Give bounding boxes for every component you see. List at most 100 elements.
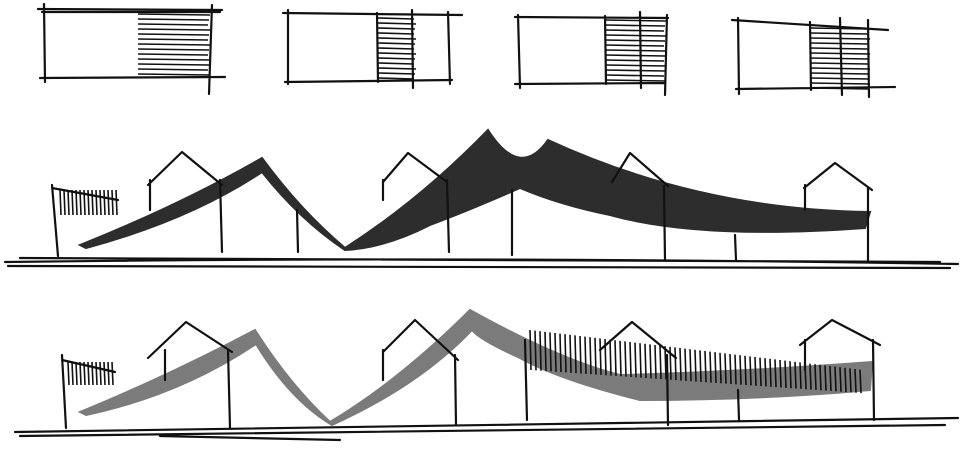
hatch-stroke xyxy=(99,361,102,386)
hatch-stroke xyxy=(739,355,742,385)
hatch-stroke xyxy=(137,18,210,21)
hatch-stroke xyxy=(377,22,417,25)
hatch-stroke xyxy=(75,189,78,216)
hatch-stroke xyxy=(137,33,210,36)
elevation-row-2 xyxy=(13,308,960,442)
hatch-stroke xyxy=(604,49,667,52)
hatch-stroke xyxy=(809,82,871,85)
hatch-stroke xyxy=(654,344,657,379)
hatch-stroke xyxy=(544,331,547,372)
hatch-stroke xyxy=(604,24,666,27)
house-4 xyxy=(802,161,874,264)
hatch-stroke xyxy=(377,72,416,75)
plan-diagram-2 xyxy=(281,8,464,90)
plan-diagram-4 xyxy=(730,16,897,99)
hatch-stroke xyxy=(749,356,752,386)
hatch-stroke xyxy=(584,336,587,374)
hatch-stroke xyxy=(549,332,552,372)
hatch-stroke xyxy=(377,77,415,80)
hatch-stroke xyxy=(569,334,572,373)
hatch-stroke xyxy=(624,341,627,377)
hatch-stroke xyxy=(137,43,211,46)
hatch-stroke xyxy=(99,189,102,216)
house-2 xyxy=(381,318,529,427)
hatch-stroke xyxy=(774,359,777,388)
hatch-stroke xyxy=(559,333,562,373)
canopy-roof xyxy=(77,308,874,427)
hatch-stroke xyxy=(809,67,871,70)
hatch-stroke xyxy=(539,331,542,371)
hatch-stroke xyxy=(95,189,98,216)
hatch-stroke xyxy=(809,57,870,60)
house-1 xyxy=(50,150,224,258)
hatch-stroke xyxy=(679,347,682,381)
hatch-stroke xyxy=(83,189,86,216)
hatch-stroke xyxy=(79,189,82,216)
hatch-stroke xyxy=(814,364,817,390)
hatch-stroke xyxy=(674,347,677,381)
hatch-stroke xyxy=(664,346,667,380)
hatch-stroke xyxy=(689,349,692,382)
hatch-stroke xyxy=(377,17,415,20)
hatch-stroke xyxy=(574,335,577,374)
hatch-stroke xyxy=(604,54,666,57)
ground-line xyxy=(13,416,960,442)
hatch-stroke xyxy=(604,59,665,62)
hatch-stroke xyxy=(794,361,797,389)
hatch-stroke xyxy=(804,362,807,390)
hatch-stroke xyxy=(729,353,732,385)
hatch-stroke xyxy=(103,361,106,386)
hatch-stroke xyxy=(79,361,82,386)
hatch-stroke xyxy=(809,72,870,75)
canopy-roof xyxy=(77,128,872,252)
hatch-stroke xyxy=(377,47,415,50)
hatch-stroke xyxy=(604,44,665,47)
hatch-stroke xyxy=(529,329,532,371)
hatch-stroke xyxy=(604,338,607,376)
hatch-stroke xyxy=(111,361,114,386)
hatch-stroke xyxy=(111,189,114,216)
hatch-stroke xyxy=(834,366,837,392)
hatch-stroke xyxy=(137,53,209,56)
hatch-stroke xyxy=(704,350,707,383)
elevation-row-1 xyxy=(3,128,960,270)
hatch-stroke xyxy=(724,353,727,384)
hatch-stroke xyxy=(769,358,772,387)
hatch-stroke xyxy=(95,361,98,386)
hatch-stroke xyxy=(604,64,667,67)
hatch-stroke xyxy=(604,39,666,42)
hatch-stroke xyxy=(377,32,415,35)
hatch-stroke xyxy=(91,189,94,216)
hatch-stroke xyxy=(714,352,717,383)
hatch-stroke xyxy=(377,37,417,40)
hatch-stroke xyxy=(137,68,209,71)
hatch-stroke xyxy=(377,67,417,70)
hatch-stroke xyxy=(604,69,666,72)
hatch-stroke xyxy=(779,359,782,388)
hatch-stroke xyxy=(809,77,869,80)
hatch-stroke xyxy=(604,74,665,77)
hatch-stroke xyxy=(534,330,537,371)
hatch-stroke xyxy=(579,335,582,374)
hatch-stroke xyxy=(137,28,211,31)
hatch-stroke xyxy=(669,346,672,380)
hatch-stroke xyxy=(719,352,722,384)
hatch-stroke xyxy=(137,63,210,66)
hatch-stroke xyxy=(614,340,617,376)
hatch-stroke xyxy=(649,344,652,379)
hatch-stroke xyxy=(604,19,667,22)
plan-diagram-1 xyxy=(36,2,227,96)
hatch-stroke xyxy=(137,48,210,51)
hatch-stroke xyxy=(849,368,852,393)
hatch-stroke xyxy=(634,342,637,378)
hatch-stroke xyxy=(709,351,712,383)
hatch-stroke xyxy=(594,337,597,375)
hatch-stroke xyxy=(83,361,86,386)
hatch-stroke xyxy=(377,42,416,45)
hatch-stroke xyxy=(809,52,871,55)
hatch-stroke xyxy=(699,350,702,382)
hatch-stroke xyxy=(71,189,74,216)
hatch-stroke xyxy=(829,365,832,392)
hatch-stroke xyxy=(809,47,869,50)
hatch-stroke xyxy=(629,341,632,378)
